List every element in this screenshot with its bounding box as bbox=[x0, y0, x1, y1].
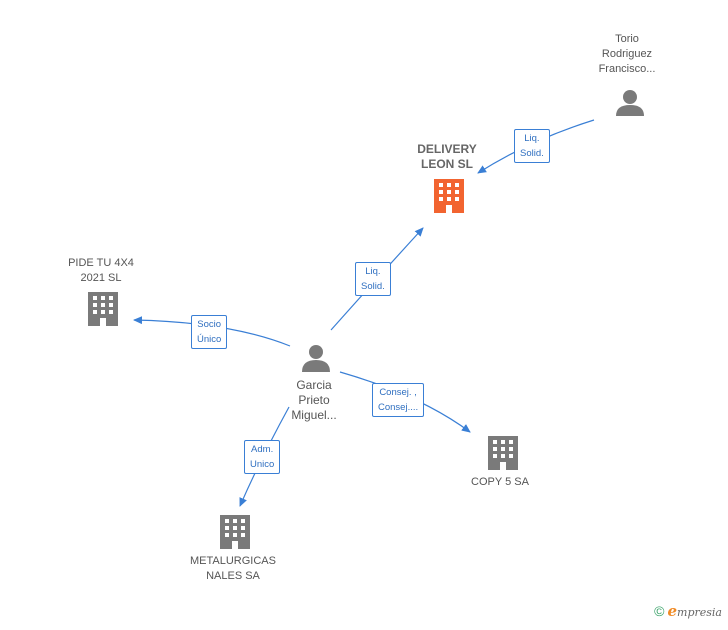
building-icon[interactable] bbox=[488, 436, 518, 470]
edge-label-garcia-pide[interactable]: Socio Único bbox=[191, 315, 228, 349]
edge-label-line: Socio bbox=[197, 319, 222, 330]
person-icon[interactable] bbox=[302, 345, 330, 372]
node-label-line: 2021 SL bbox=[80, 272, 122, 284]
brand-name: mpresia bbox=[677, 606, 722, 619]
node-label-line: Garcia bbox=[296, 378, 332, 392]
node-label-line: NALES SA bbox=[206, 570, 260, 582]
building-icon[interactable] bbox=[220, 515, 250, 549]
edge-label-line: Liq. bbox=[365, 266, 381, 277]
node-label-line: COPY 5 SA bbox=[471, 476, 529, 488]
node-label-pide[interactable]: PIDE TU 4X4 2021 SL bbox=[54, 256, 148, 286]
node-label-metalurgicas[interactable]: METALURGICAS NALES SA bbox=[180, 554, 286, 584]
node-label-line: METALURGICAS bbox=[190, 555, 276, 567]
edge-label-line: Solid. bbox=[361, 281, 385, 292]
edge-label-line: Consej. , bbox=[379, 387, 417, 398]
node-label-line: Miguel... bbox=[291, 408, 337, 422]
edge-label-line: Consej.... bbox=[378, 402, 419, 413]
node-label-garcia[interactable]: Garcia Prieto Miguel... bbox=[274, 378, 354, 423]
edge-label-garcia-delivery[interactable]: Liq. Solid. bbox=[355, 262, 391, 296]
node-label-line: DELIVERY bbox=[417, 142, 477, 156]
building-icon[interactable] bbox=[88, 292, 118, 326]
node-label-delivery-leon[interactable]: DELIVERY LEON SL bbox=[400, 142, 494, 172]
edge-label-garcia-copy5[interactable]: Consej. , Consej.... bbox=[372, 383, 425, 417]
node-label-torio[interactable]: Torio Rodriguez Francisco... bbox=[582, 32, 672, 77]
edge-label-torio-delivery[interactable]: Liq. Solid. bbox=[514, 129, 550, 163]
person-icon[interactable] bbox=[616, 90, 644, 116]
node-label-line: Francisco... bbox=[598, 63, 656, 75]
node-label-line: LEON SL bbox=[420, 157, 473, 171]
node-label-line: Rodriguez bbox=[601, 48, 653, 60]
edge-label-line: Único bbox=[197, 334, 222, 345]
edge-label-garcia-metalurgicas[interactable]: Adm. Unico bbox=[244, 440, 281, 474]
empresia-logo: ©empresia bbox=[654, 602, 722, 620]
edge-label-line: Unico bbox=[250, 459, 275, 470]
node-label-line: PIDE TU 4X4 bbox=[68, 257, 134, 269]
copyright-icon: © bbox=[654, 603, 665, 619]
edge-label-line: Liq. bbox=[524, 133, 540, 144]
edge-label-line: Solid. bbox=[520, 148, 544, 159]
node-label-copy5[interactable]: COPY 5 SA bbox=[455, 475, 545, 490]
node-label-line: Torio bbox=[615, 33, 639, 45]
building-icon[interactable] bbox=[434, 179, 464, 213]
node-label-line: Prieto bbox=[298, 393, 330, 407]
brand-initial: e bbox=[667, 602, 678, 620]
edge-label-line: Adm. bbox=[251, 444, 274, 455]
